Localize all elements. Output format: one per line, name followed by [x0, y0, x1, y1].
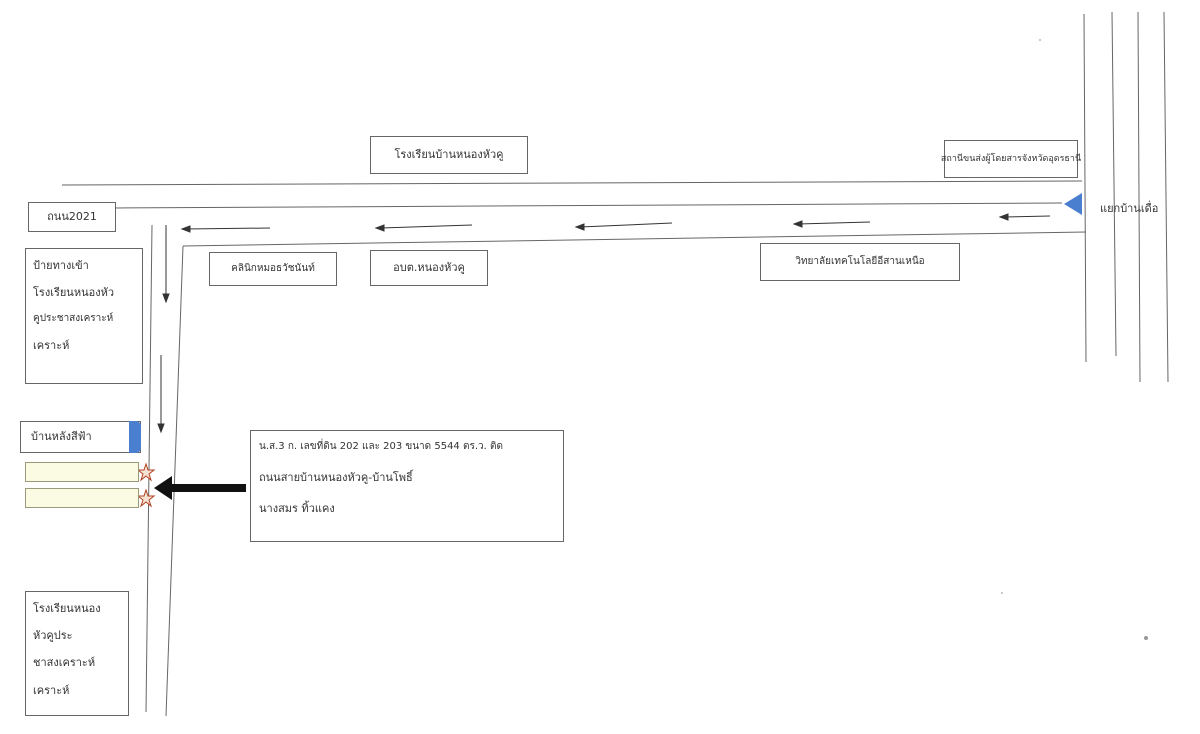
speck: [1039, 39, 1041, 41]
entrance-line-2: โรงเรียนหนองหัว: [33, 286, 114, 300]
star-icon: [136, 462, 156, 482]
highway-lane-4: [1163, 11, 1169, 383]
clinic-label: คลินิกหมอธวัชนันท์: [209, 252, 337, 286]
sub-district-label: อบต.หนองหัวคู: [370, 250, 488, 286]
entrance-line-3: คูประชาสงเคราะห์: [33, 313, 114, 325]
plot-info-line-1: น.ส.3 ก. เลขที่ดิน 202 และ 203 ขนาด 5544…: [259, 441, 503, 452]
blue-house-label: บ้านหลังสีฟ้า: [20, 421, 141, 453]
direction-arrow-3: [574, 222, 673, 231]
entrance-sign-label: ป้ายทางเข้า โรงเรียนหนองหัว คูประชาสงเคร…: [25, 248, 143, 384]
star-icon: [136, 488, 156, 508]
road-2021-label: ถนน2021: [28, 202, 116, 232]
highway-lane-3: [1137, 11, 1141, 383]
direction-arrow-2: [792, 220, 871, 228]
bus-stop-label: สถานีขนส่งผู้โดยสารจังหวัดอุดรธานี: [940, 140, 1082, 178]
road-center-line: [114, 202, 1063, 209]
school-bottom-line-1: โรงเรียนหนอง: [33, 602, 101, 615]
blue-house-text: บ้านหลังสีฟ้า: [31, 430, 92, 444]
school-label-bottom: โรงเรียนหนอง หัวคูประ ชาสงเคราะห์ เคราะห…: [25, 591, 129, 716]
plot-202-box: [25, 462, 139, 482]
road-bottom-edge: [182, 231, 1087, 247]
school-bottom-line-3: ชาสงเคราะห์: [33, 656, 96, 670]
plot-info-line-2: ถนนสายบ้านหนองหัวคู-บ้านโพธิ์: [259, 471, 413, 484]
speck: [1001, 592, 1003, 594]
location-marker-icon: [1064, 193, 1082, 215]
bus-stop-text: สถานีขนส่งผู้โดยสารจังหวัดอุดรธานี: [940, 153, 1082, 164]
direction-arrow-down-1: [162, 225, 170, 304]
road-top-edge: [61, 180, 1083, 186]
plot-203-box: [25, 488, 139, 508]
school-label-top-text: โรงเรียนบ้านหนองหัวคู: [394, 148, 504, 162]
direction-arrow-1: [998, 213, 1051, 221]
speck: [1144, 636, 1148, 640]
direction-arrow-5: [180, 225, 271, 233]
highway-lane-2: [1111, 11, 1117, 357]
sub-district-text: อบต.หนองหัวคู: [393, 261, 465, 275]
direction-arrow-4: [374, 224, 473, 232]
highway-lane-1: [1083, 13, 1087, 363]
entrance-line-1: ป้ายทางเข้า: [33, 259, 89, 272]
school-bottom-line-4: เคราะห์: [33, 683, 70, 697]
side-road-left-edge: [145, 224, 153, 713]
clinic-text: คลินิกหมอธวัชนันท์: [231, 263, 315, 274]
blue-house-marker: [129, 421, 141, 453]
plot-info-line-3: นางสมร ทิ้วแคง: [259, 502, 335, 516]
road-2021-text: ถนน2021: [47, 210, 97, 224]
kao-junction-label: แยกบ้านเดื่อ: [1100, 202, 1159, 215]
entrance-line-4: เคราะห์: [33, 339, 70, 353]
school-label-top: โรงเรียนบ้านหนองหัวคู: [370, 136, 528, 174]
direction-arrow-down-2: [157, 355, 165, 434]
college-label: วิทยาลัยเทคโนโลยีอีสานเหนือ: [760, 243, 960, 281]
school-bottom-line-2: หัวคูประ: [33, 629, 73, 643]
plot-info-box: น.ส.3 ก. เลขที่ดิน 202 และ 203 ขนาด 5544…: [250, 430, 564, 542]
side-road-right-edge: [165, 245, 184, 717]
college-text: วิทยาลัยเทคโนโลยีอีสานเหนือ: [795, 256, 925, 267]
arrow-left-icon: [154, 476, 246, 500]
